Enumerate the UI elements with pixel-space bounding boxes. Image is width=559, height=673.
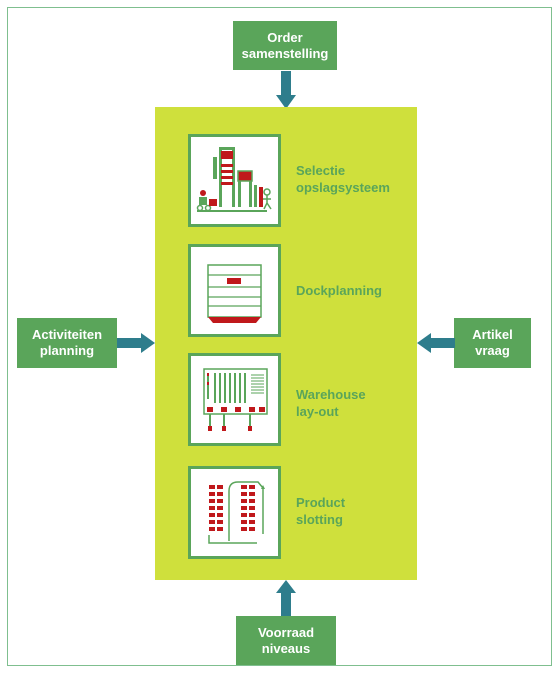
dock-icon (207, 264, 262, 323)
module-card-warehouse-layout (188, 353, 281, 446)
storage-system-icon (196, 147, 272, 212)
module-card-dockplanning (188, 244, 281, 337)
input-label-line2: vraag (475, 343, 510, 358)
input-label-line1: Activiteiten (31, 327, 103, 342)
module-label-product-slotting: Product slotting (296, 494, 345, 528)
arrow-right-icon (117, 333, 155, 353)
module-label-line1: Product (296, 495, 346, 510)
module-label-line2: lay-out (296, 404, 339, 419)
module-label-line1: Selectie (296, 163, 346, 178)
module-label-line2: slotting (296, 512, 343, 527)
arrow-up-icon (276, 580, 296, 616)
module-label-warehouse: Warehouse lay-out (296, 386, 366, 420)
diagram-frame (7, 7, 552, 666)
module-card-selectie (188, 134, 281, 227)
module-label-line2: opslagsysteem (296, 180, 390, 195)
input-box-order-samenstelling: Order samenstelling (233, 21, 337, 70)
input-label-line1: Order (267, 29, 303, 45)
input-label-line2: samenstelling (241, 45, 329, 61)
warehouse-design-panel: Selectie opslagsysteem Dockplanning (155, 107, 417, 580)
input-label-line1: Voorraad (257, 624, 315, 640)
input-label-line1: Artikel (472, 327, 513, 342)
input-box-activiteiten-planning: Activiteiten planning (17, 318, 117, 368)
input-label-line2: niveaus (261, 640, 311, 656)
slotting-icon (208, 481, 265, 544)
arrow-down-icon (276, 71, 296, 109)
module-label-selectie: Selectie opslagsysteem (296, 162, 390, 196)
module-label-line1: Dockplanning (296, 283, 382, 298)
arrow-left-icon (417, 333, 455, 353)
module-card-product-slotting (188, 466, 281, 559)
module-label-line1: Warehouse (296, 387, 366, 402)
input-label-line2: planning (39, 343, 95, 358)
module-label-dockplanning: Dockplanning (296, 282, 382, 299)
input-box-artikel-vraag: Artikel vraag (454, 318, 531, 368)
input-box-voorraad-niveaus: Voorraad niveaus (236, 616, 336, 665)
warehouse-layout-icon (203, 368, 268, 431)
